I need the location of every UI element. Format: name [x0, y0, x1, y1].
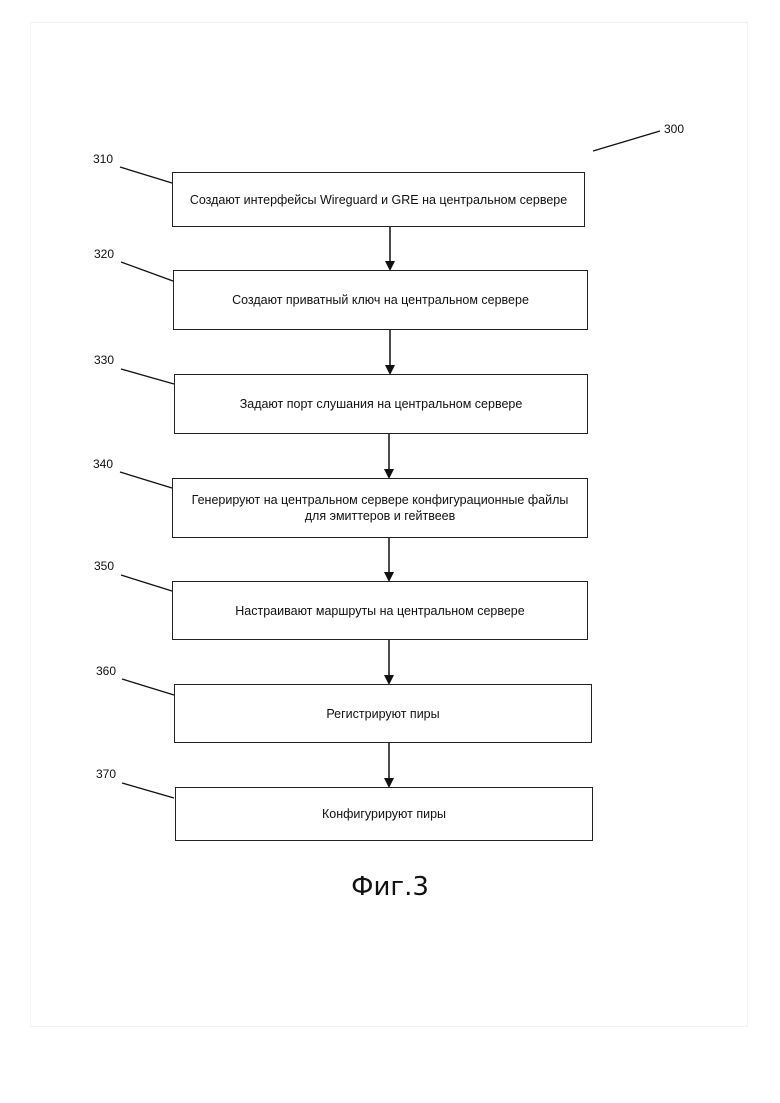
leader-line-320	[121, 262, 173, 281]
figure-ref-leader	[593, 131, 660, 151]
leader-line-370	[122, 783, 174, 798]
step-text-320: Создают приватный ключ на центральном се…	[232, 292, 529, 308]
step-ref-340: 340	[93, 457, 113, 471]
figure-ref-label: 300	[664, 122, 684, 136]
step-box-330: Задают порт слушания на центральном серв…	[174, 374, 588, 434]
step-box-360: Регистрируют пиры	[174, 684, 592, 743]
step-ref-310: 310	[93, 152, 113, 166]
leader-line-310	[120, 167, 172, 183]
leader-line-360	[122, 679, 174, 695]
step-text-330: Задают порт слушания на центральном серв…	[240, 396, 523, 412]
step-ref-350: 350	[94, 559, 114, 573]
step-text-310: Создают интерфейсы Wireguard и GRE на це…	[190, 192, 567, 208]
step-text-350: Настраивают маршруты на центральном серв…	[235, 603, 524, 619]
step-text-370: Конфигурируют пиры	[322, 806, 446, 822]
step-ref-370: 370	[96, 767, 116, 781]
step-box-320: Создают приватный ключ на центральном се…	[173, 270, 588, 330]
step-box-370: Конфигурируют пиры	[175, 787, 593, 841]
step-ref-320: 320	[94, 247, 114, 261]
leader-line-340	[120, 472, 172, 488]
step-text-340: Генерируют на центральном сервере конфиг…	[187, 492, 573, 524]
leader-line-350	[121, 575, 172, 591]
leader-line-330	[121, 369, 174, 384]
step-text-360: Регистрируют пиры	[326, 706, 439, 722]
step-ref-360: 360	[96, 664, 116, 678]
step-ref-330: 330	[94, 353, 114, 367]
step-box-350: Настраивают маршруты на центральном серв…	[172, 581, 588, 640]
figure-caption: Фиг.3	[0, 872, 780, 902]
step-box-310: Создают интерфейсы Wireguard и GRE на це…	[172, 172, 585, 227]
step-box-340: Генерируют на центральном сервере конфиг…	[172, 478, 588, 538]
